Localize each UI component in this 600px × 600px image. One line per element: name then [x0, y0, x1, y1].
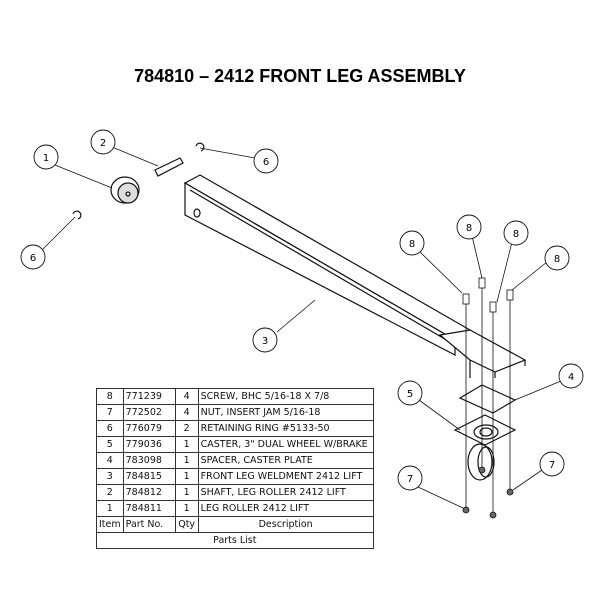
- svg-text:8: 8: [466, 223, 472, 234]
- cell-part: 772502: [122, 404, 176, 421]
- retaining-ring-icon: [195, 142, 205, 152]
- balloon-6b: 6: [20, 244, 46, 270]
- front-leg-weldment: [183, 174, 527, 378]
- cell-qty: 2: [174, 420, 199, 437]
- cell-item: 4: [96, 452, 124, 469]
- svg-text:5: 5: [407, 389, 413, 400]
- cell-part: 784811: [122, 500, 176, 517]
- screws-and-nuts: [462, 277, 514, 519]
- cell-qty: 4: [174, 404, 199, 421]
- leg-roller: [110, 176, 140, 204]
- parts-list-caption: Parts List: [96, 532, 374, 549]
- cell-desc: SHAFT, LEG ROLLER 2412 LIFT: [197, 484, 374, 501]
- parts-list-header: Item Part No. Qty Description: [96, 516, 374, 533]
- header-part-no: Part No.: [122, 516, 176, 533]
- svg-text:6: 6: [30, 253, 36, 264]
- cell-item: 8: [96, 388, 124, 405]
- cell-qty: 4: [174, 388, 199, 405]
- svg-text:8: 8: [409, 239, 415, 250]
- cell-qty: 1: [174, 500, 199, 517]
- balloon-3: 3: [252, 327, 278, 353]
- spacer-plate: [458, 384, 517, 414]
- cell-desc: FRONT LEG WELDMENT 2412 LIFT: [197, 468, 374, 485]
- cell-part: 783098: [122, 452, 176, 469]
- balloon-8c: 8: [503, 220, 529, 246]
- svg-text:3: 3: [262, 336, 268, 347]
- balloon-6a: 6: [253, 148, 279, 174]
- balloon-7a: 7: [397, 465, 423, 491]
- cell-item: 2: [96, 484, 124, 501]
- balloon-2: 2: [90, 129, 116, 155]
- cell-qty: 1: [174, 452, 199, 469]
- svg-text:8: 8: [554, 254, 560, 265]
- cell-qty: 1: [174, 468, 199, 485]
- svg-text:2: 2: [100, 138, 106, 149]
- retaining-ring-icon: [72, 210, 82, 220]
- svg-text:1: 1: [43, 153, 49, 164]
- cell-item: 3: [96, 468, 124, 485]
- cell-item: 1: [96, 500, 124, 517]
- cell-item: 7: [96, 404, 124, 421]
- drawing-title: 784810 – 2412 FRONT LEG ASSEMBLY: [134, 66, 466, 86]
- balloon-5: 5: [397, 380, 423, 406]
- balloon-8b: 8: [456, 214, 482, 240]
- balloons: 1 2 6 6 3 8 8 8 8 4 5 7 7: [20, 129, 584, 491]
- cell-qty: 1: [174, 484, 199, 501]
- cell-desc: LEG ROLLER 2412 LIFT: [197, 500, 374, 517]
- svg-text:7: 7: [407, 474, 413, 485]
- header-item: Item: [96, 516, 124, 533]
- cell-item: 5: [96, 436, 124, 453]
- header-description: Description: [197, 516, 374, 533]
- header-qty: Qty: [174, 516, 199, 533]
- roller-shaft: [154, 157, 184, 177]
- balloon-1: 1: [33, 144, 59, 170]
- balloon-4: 4: [558, 363, 584, 389]
- cell-desc: SPACER, CASTER PLATE: [197, 452, 374, 469]
- cell-part: 771239: [122, 388, 176, 405]
- cell-qty: 1: [174, 436, 199, 453]
- balloon-7b: 7: [539, 451, 565, 477]
- svg-text:4: 4: [568, 372, 574, 383]
- cell-desc: NUT, INSERT JAM 5/16-18: [197, 404, 374, 421]
- cell-item: 6: [96, 420, 124, 437]
- caster: [453, 414, 517, 481]
- svg-text:8: 8: [513, 229, 519, 240]
- cell-part: 784815: [122, 468, 176, 485]
- balloon-8a: 8: [399, 230, 425, 256]
- svg-text:7: 7: [549, 460, 555, 471]
- balloon-8d: 8: [544, 245, 570, 271]
- leader-lines: [41, 146, 562, 509]
- svg-text:6: 6: [263, 157, 269, 168]
- cell-desc: RETAINING RING #5133-50: [197, 420, 374, 437]
- cell-part: 784812: [122, 484, 176, 501]
- cell-part: 779036: [122, 436, 176, 453]
- cell-desc: SCREW, BHC 5/16-18 X 7/8: [197, 388, 374, 405]
- cell-desc: CASTER, 3" DUAL WHEEL W/BRAKE: [197, 436, 374, 453]
- cell-part: 776079: [122, 420, 176, 437]
